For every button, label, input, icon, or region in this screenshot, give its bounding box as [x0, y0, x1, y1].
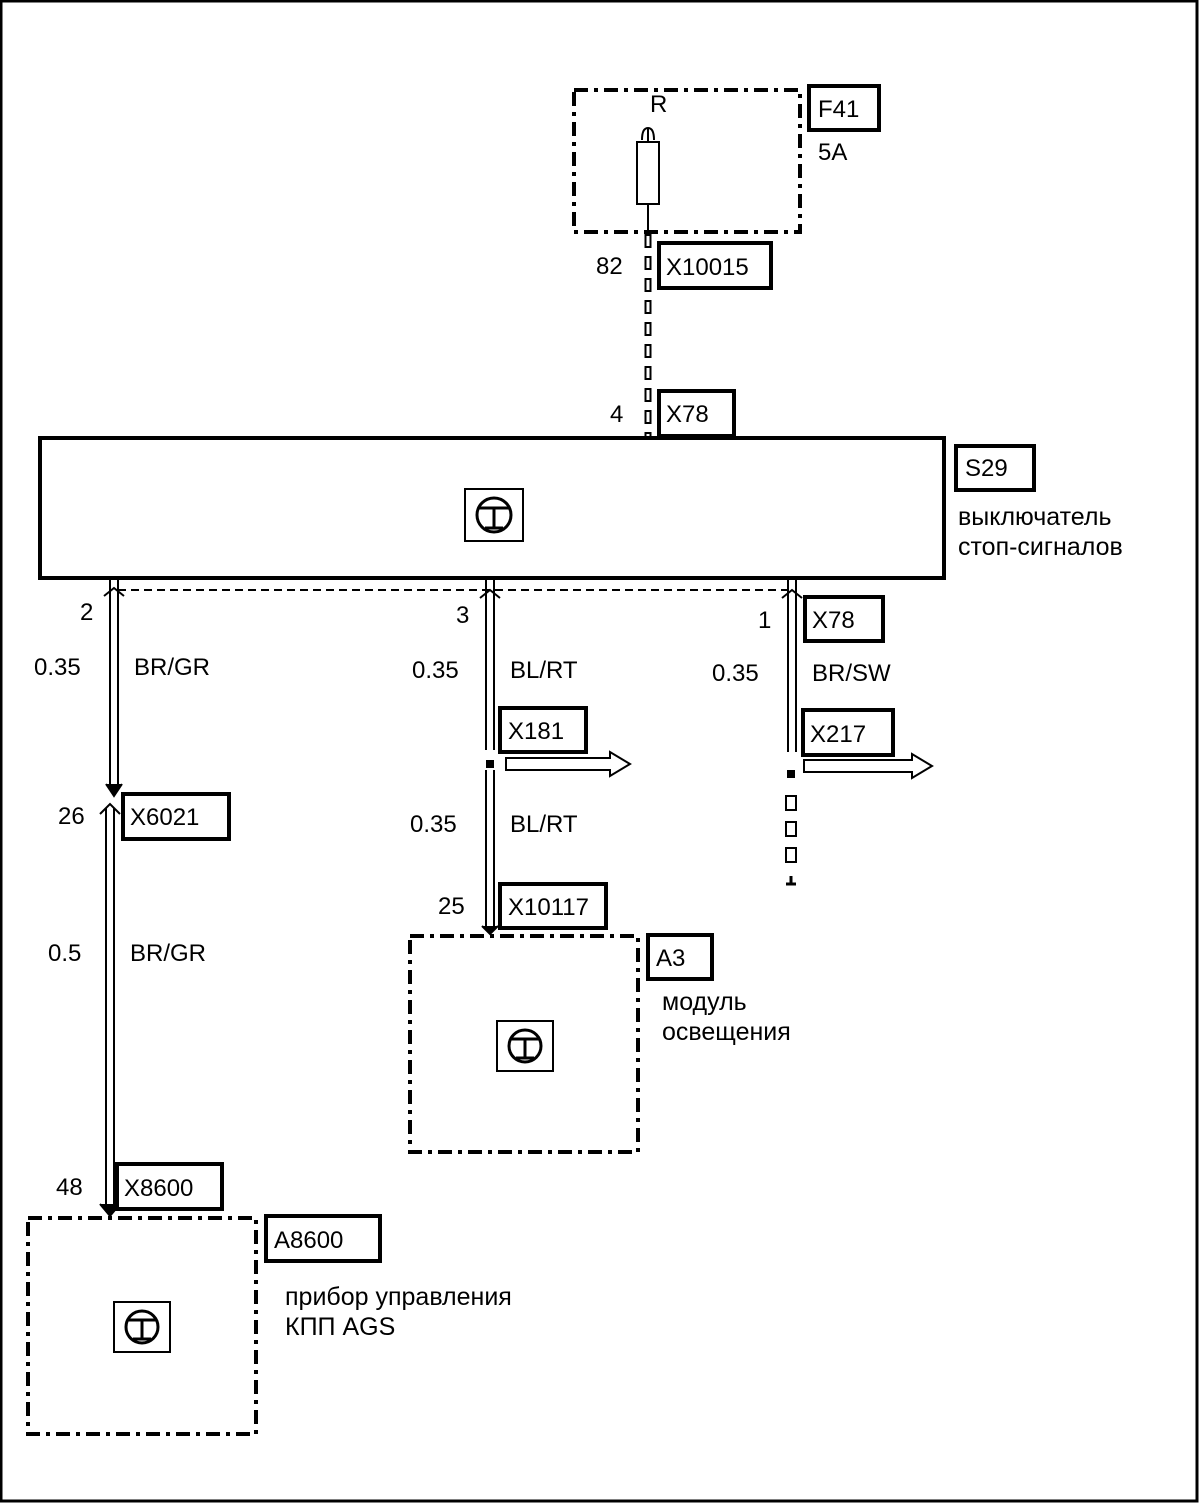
module-a8600-id-box — [264, 1214, 382, 1263]
wire-middle-upper-color: BL/RT — [510, 657, 578, 684]
wire-left-upper — [103, 580, 125, 798]
control-unit-icon — [496, 1020, 554, 1072]
switch-id-box — [954, 444, 1036, 492]
module-a8600-body — [26, 1216, 258, 1436]
wire-left-lower-color: BR/GR — [130, 940, 206, 967]
module-a8600-description-line1: прибор управления — [285, 1283, 512, 1311]
x10015-pin: 82 — [596, 253, 623, 280]
wire-middle-lower-color: BL/RT — [510, 811, 578, 838]
x8600-box — [115, 1162, 224, 1211]
wire-middle-lower — [481, 760, 499, 936]
wire-right — [781, 580, 803, 752]
x10015-box — [657, 241, 773, 290]
x78-right-box — [803, 595, 885, 643]
wire-left-upper-gauge: 0.35 — [34, 654, 81, 681]
wire-right-continuation — [785, 770, 797, 886]
module-a3-description-line2: освещения — [662, 1018, 791, 1046]
wire-middle-lower-gauge: 0.35 — [410, 811, 457, 838]
switch-pin-left: 2 — [80, 599, 93, 626]
x78-right-pin: 1 — [758, 607, 771, 634]
fuse-id: F41 — [818, 96, 859, 123]
wire-left-upper-color: BR/GR — [134, 654, 210, 681]
x78-top-pin: 4 — [610, 401, 623, 428]
wire-right-gauge: 0.35 — [712, 660, 759, 687]
module-a8600-description-line2: КПП AGS — [285, 1313, 395, 1341]
wire-middle-upper-gauge: 0.35 — [412, 657, 459, 684]
arrow-right-icon — [505, 750, 632, 778]
wire-right-color: BR/SW — [812, 660, 891, 687]
module-a8600-id: A8600 — [274, 1227, 343, 1254]
module-a3-body — [408, 934, 640, 1154]
wire-left-lower-gauge: 0.5 — [48, 940, 81, 967]
wire-middle-upper — [479, 580, 501, 750]
x78-right-id: X78 — [812, 607, 855, 634]
control-unit-icon — [464, 488, 524, 542]
fuse-rating: 5A — [818, 139, 847, 166]
fuse-id-box — [807, 84, 881, 132]
x6021-box — [121, 792, 231, 841]
x6021-pin: 26 — [58, 803, 85, 830]
x10117-id: X10117 — [508, 894, 589, 921]
wire-left-lower — [99, 802, 121, 1218]
switch-description-line2: стоп-сигналов — [958, 533, 1123, 561]
switch-id: S29 — [965, 455, 1008, 482]
x10015-id: X10015 — [666, 254, 749, 281]
switch-description-line1: выключатель — [958, 503, 1112, 531]
x78-top-box — [657, 389, 736, 438]
x181-id: X181 — [508, 718, 564, 745]
arrow-right-icon — [803, 752, 934, 780]
x217-id: X217 — [810, 721, 866, 748]
x8600-pin: 48 — [56, 1174, 83, 1201]
x10117-box — [498, 882, 608, 930]
x8600-id: X8600 — [124, 1175, 193, 1202]
module-a3-id: A3 — [656, 945, 685, 972]
x6021-id: X6021 — [130, 804, 199, 831]
switch-pin-middle: 3 — [456, 602, 469, 629]
x217-box — [801, 708, 895, 757]
module-a3-description-line1: модуль — [662, 988, 747, 1016]
fuse-pin-label: R — [650, 91, 667, 118]
module-a3-id-box — [646, 933, 714, 981]
x78-top-id: X78 — [666, 401, 709, 428]
x10117-pin: 25 — [438, 893, 465, 920]
control-unit-icon — [113, 1301, 171, 1353]
fuse-block — [572, 88, 802, 234]
fuse-icon — [636, 141, 660, 205]
x181-box — [498, 706, 588, 754]
